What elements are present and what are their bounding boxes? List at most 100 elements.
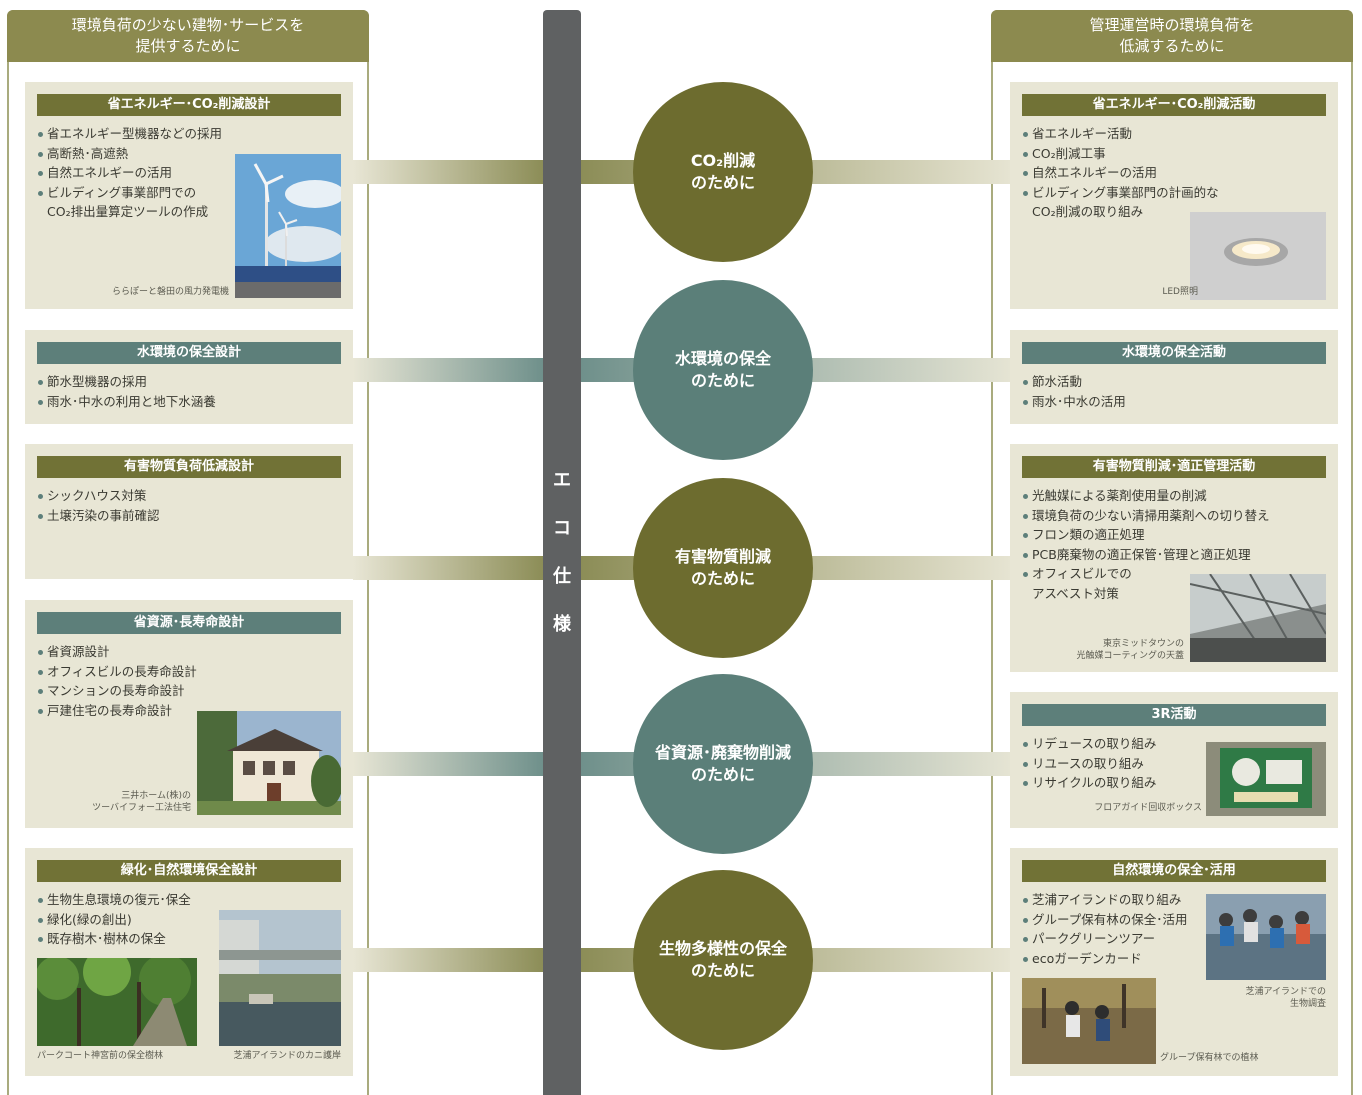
photo-caption: パークコート神宮前の保全樹林 bbox=[37, 1051, 164, 1061]
caption-line: 三井ホーム(株)の bbox=[121, 791, 191, 801]
creature-survey-photo bbox=[1206, 894, 1326, 980]
photo-caption: フロアガイド回収ボックス bbox=[1094, 803, 1202, 813]
left-column-header: 環境負荷の少ない建物･サービスを 提供するために bbox=[7, 10, 369, 62]
photo-caption: 東京ミッドタウンの 光触媒コーティングの天蓋 bbox=[1077, 638, 1184, 662]
list-item: オフィスビルでのアスベスト対策 bbox=[1022, 564, 1270, 603]
circle-line1: 省資源･廃棄物削減 bbox=[654, 743, 791, 762]
item-list: 芝浦アイランドの取り組み グループ保有林の保全･活用 パークグリーンツアー ec… bbox=[1022, 890, 1188, 968]
card-title: 3R活動 bbox=[1022, 704, 1326, 726]
wind-turbine-photo bbox=[235, 154, 341, 298]
spine-char: 仕 bbox=[553, 566, 571, 587]
card-title: 水環境の保全活動 bbox=[1022, 342, 1326, 364]
list-item: 芝浦アイランドの取り組み bbox=[1022, 890, 1188, 910]
goal-circle-biodiversity: 生物多様性の保全 のために bbox=[633, 870, 813, 1050]
circle-line1: CO₂削減 bbox=[690, 151, 756, 170]
photo-caption: ららぽーと磐田の風力発電機 bbox=[111, 287, 229, 297]
item-list: 生物生息環境の復元･保全 緑化(緑の創出) 既存樹木･樹林の保全 bbox=[37, 890, 191, 949]
circle-line2: のために bbox=[690, 765, 755, 784]
list-item: リデュースの取り組み bbox=[1022, 734, 1156, 754]
canopy-photo bbox=[1190, 574, 1326, 662]
circle-line2: のために bbox=[690, 173, 755, 192]
list-item: 光触媒による薬剤使用量の削減 bbox=[1022, 486, 1270, 506]
circle-line2: のために bbox=[690, 961, 755, 980]
caption-line: ツーバイフォー工法住宅 bbox=[92, 803, 191, 813]
band-left-water bbox=[353, 358, 543, 382]
list-item: 省エネルギー型機器などの採用 bbox=[37, 124, 222, 144]
list-item-continuation: CO₂削減の取り組み bbox=[1032, 204, 1144, 219]
right-card-nature: 自然環境の保全･活用 芝浦アイランドの取り組み グループ保有林の保全･活用 パー… bbox=[1010, 848, 1338, 1076]
left-header-line2: 提供するために bbox=[135, 37, 241, 55]
list-item: フロン類の適正処理 bbox=[1022, 525, 1270, 545]
item-list: 省エネルギー活動 CO₂削減工事 自然エネルギーの活用 ビルディング事業部門の計… bbox=[1022, 124, 1219, 222]
right-header-line1: 管理運営時の環境負荷を bbox=[1089, 16, 1255, 34]
photo-caption: 芝浦アイランドでの 生物調査 bbox=[1245, 986, 1326, 1010]
list-item: 高断熱･高遮熱 bbox=[37, 144, 222, 164]
photo-caption: 三井ホーム(株)の ツーバイフォー工法住宅 bbox=[92, 790, 191, 814]
eco-spec-label: エ コ 仕 様 bbox=[543, 466, 581, 658]
list-item-text: オフィスビルでの bbox=[1032, 566, 1132, 581]
list-item: パークグリーンツアー bbox=[1022, 929, 1188, 949]
item-list: 省資源設計 オフィスビルの長寿命設計 マンションの長寿命設計 戸建住宅の長寿命設… bbox=[37, 642, 197, 720]
house-photo bbox=[197, 711, 341, 815]
list-item: 雨水･中水の活用 bbox=[1022, 392, 1126, 412]
left-card-nature: 緑化･自然環境保全設計 生物生息環境の復元･保全 緑化(緑の創出) 既存樹木･樹… bbox=[25, 848, 353, 1076]
list-item-continuation: アスベスト対策 bbox=[1032, 585, 1119, 601]
caption-line: 東京ミッドタウンの bbox=[1102, 639, 1184, 649]
left-card-toxic: 有害物質負荷低減設計 シックハウス対策 土壌汚染の事前確認 bbox=[25, 444, 353, 579]
list-item: 環境負荷の少ない清掃用薬剤への切り替え bbox=[1022, 506, 1270, 526]
right-card-toxic: 有害物質削減･適正管理活動 光触媒による薬剤使用量の削減 環境負荷の少ない清掃用… bbox=[1010, 444, 1338, 672]
list-item: 節水活動 bbox=[1022, 372, 1126, 392]
band-left-biodiversity bbox=[353, 948, 543, 972]
band-left-co2 bbox=[353, 160, 543, 184]
card-title: 省エネルギー･CO₂削減活動 bbox=[1022, 94, 1326, 116]
card-title: 緑化･自然環境保全設計 bbox=[37, 860, 341, 882]
item-list: リデュースの取り組み リユースの取り組み リサイクルの取り組み bbox=[1022, 734, 1156, 793]
item-list: シックハウス対策 土壌汚染の事前確認 bbox=[37, 486, 160, 525]
list-item-text: ビルディング事業部門での bbox=[47, 184, 197, 200]
list-item: 雨水･中水の利用と地下水涵養 bbox=[37, 392, 216, 412]
eco-spec-spine bbox=[543, 10, 581, 1095]
spine-char: エ bbox=[553, 470, 571, 491]
waterfront-photo bbox=[219, 910, 341, 1046]
list-item: オフィスビルの長寿命設計 bbox=[37, 662, 197, 682]
list-item: ecoガーデンカード bbox=[1022, 949, 1188, 969]
item-list: 節水型機器の採用 雨水･中水の利用と地下水涵養 bbox=[37, 372, 216, 411]
right-card-water: 水環境の保全活動 節水活動 雨水･中水の活用 bbox=[1010, 330, 1338, 424]
list-item: リサイクルの取り組み bbox=[1022, 773, 1156, 793]
caption-line: 生物調査 bbox=[1289, 999, 1326, 1009]
card-title: 自然環境の保全･活用 bbox=[1022, 860, 1326, 882]
left-card-resource: 省資源･長寿命設計 省資源設計 オフィスビルの長寿命設計 マンションの長寿命設計… bbox=[25, 600, 353, 828]
card-title: 有害物質削減･適正管理活動 bbox=[1022, 456, 1326, 478]
forest-photo bbox=[37, 958, 197, 1046]
list-item: 節水型機器の採用 bbox=[37, 372, 216, 392]
card-title: 有害物質負荷低減設計 bbox=[37, 456, 341, 478]
list-item: マンションの長寿命設計 bbox=[37, 681, 197, 701]
card-title: 省エネルギー･CO₂削減設計 bbox=[37, 94, 341, 116]
spine-char: コ bbox=[553, 518, 571, 539]
band-left-resource bbox=[353, 752, 543, 776]
list-item: 自然エネルギーの活用 bbox=[37, 163, 222, 183]
goal-circle-water: 水環境の保全 のために bbox=[633, 280, 813, 460]
circle-line1: 有害物質削減 bbox=[674, 547, 771, 566]
card-title: 水環境の保全設計 bbox=[37, 342, 341, 364]
circle-line1: 水環境の保全 bbox=[674, 349, 771, 368]
list-item: シックハウス対策 bbox=[37, 486, 160, 506]
list-item: 緑化(緑の創出) bbox=[37, 910, 191, 930]
list-item: 既存樹木･樹林の保全 bbox=[37, 929, 191, 949]
photo-caption: 芝浦アイランドのカニ護岸 bbox=[233, 1051, 341, 1061]
goal-circle-toxic: 有害物質削減 のために bbox=[633, 478, 813, 658]
collection-box-photo bbox=[1206, 742, 1326, 816]
goal-circle-resource: 省資源･廃棄物削減 のために bbox=[633, 674, 813, 854]
list-item: 土壌汚染の事前確認 bbox=[37, 506, 160, 526]
right-card-energy: 省エネルギー･CO₂削減活動 省エネルギー活動 CO₂削減工事 自然エネルギーの… bbox=[1010, 82, 1338, 309]
left-header-line1: 環境負荷の少ない建物･サービスを bbox=[71, 16, 305, 34]
photo-caption: LED照明 bbox=[1162, 287, 1198, 297]
left-card-water: 水環境の保全設計 節水型機器の採用 雨水･中水の利用と地下水涵養 bbox=[25, 330, 353, 424]
circle-line1: 生物多様性の保全 bbox=[658, 939, 787, 958]
list-item-continuation: CO₂排出量算定ツールの作成 bbox=[47, 204, 209, 219]
spine-char: 様 bbox=[553, 614, 571, 635]
card-title: 省資源･長寿命設計 bbox=[37, 612, 341, 634]
list-item: 生物生息環境の復元･保全 bbox=[37, 890, 191, 910]
right-header-line2: 低減するために bbox=[1119, 37, 1225, 55]
circle-line2: のために bbox=[690, 569, 755, 588]
